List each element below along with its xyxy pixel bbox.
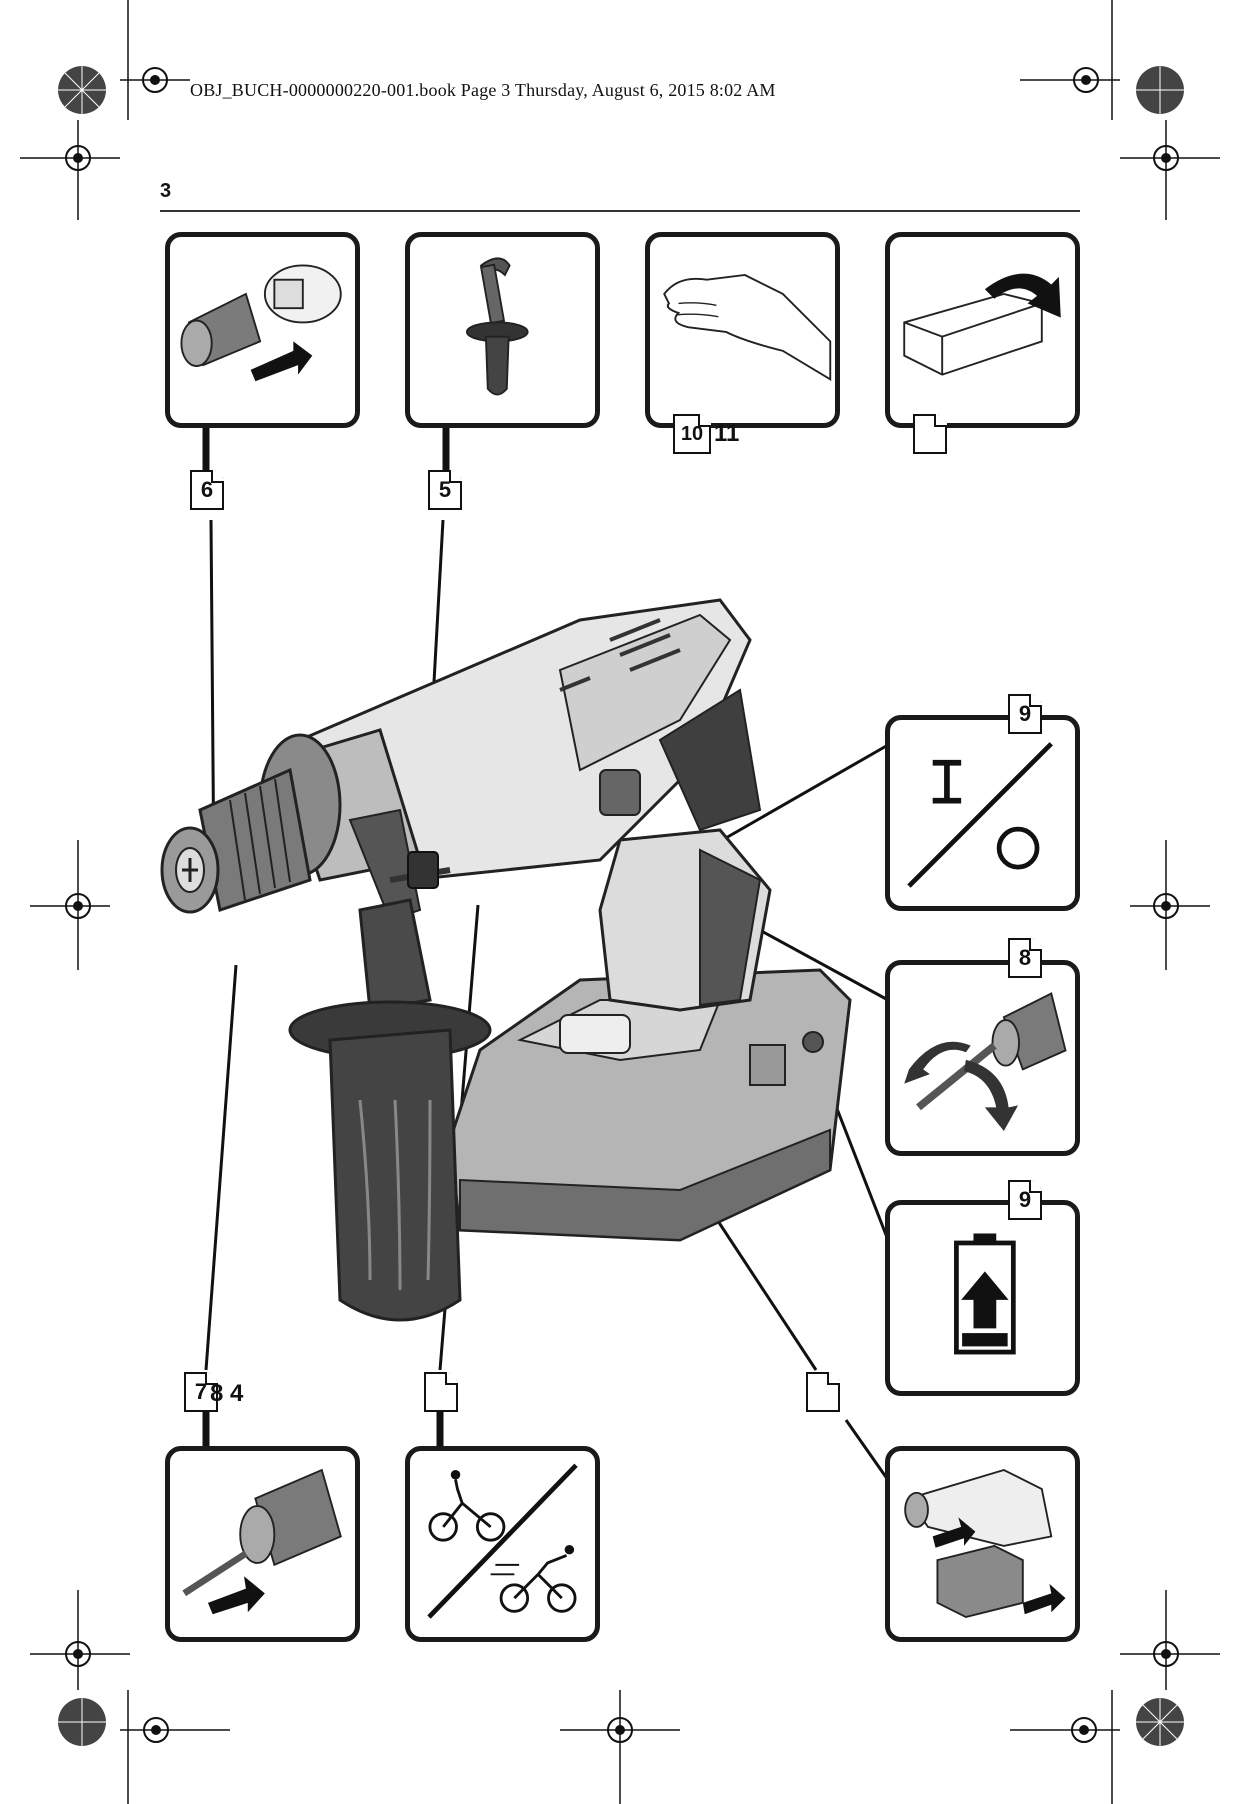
panel-battery-charge [885,1200,1080,1396]
cordless-drill-illustration [160,598,852,1322]
rotation-direction-icon [904,992,1067,1132]
crosshair-mark-icon [120,1690,230,1804]
panel-packaging [885,232,1080,428]
panel-power-switch [885,715,1080,911]
crosshair-mark-icon [30,1590,130,1690]
registration-mark-icon [58,1698,106,1746]
ref-tag-chuck-change: 6 [190,470,224,510]
crosshair-mark-icon [1130,840,1210,970]
open-box-icon [903,273,1061,376]
panel-protective-gloves [645,232,840,428]
crosshair-mark-icon [1120,1590,1220,1690]
crosshair-mark-icon [20,120,120,220]
ref-tag-handle-mount: 5 [428,470,462,510]
battery-removal-icon [904,1468,1066,1619]
registration-mark-icon [1136,66,1184,114]
ref-tag-battery-charge: 9 [1008,1180,1042,1220]
panel-gear-selection [405,1446,600,1642]
ref-extra-bit-insert: 8 4 [210,1380,244,1407]
page-number: 3 [160,180,172,202]
on-off-icon [907,742,1053,888]
crosshair-mark-icon [1020,0,1120,120]
ref-tag-packaging [913,414,947,454]
print-header: OBJ_BUCH-0000000220-001.book Page 3 Thur… [190,80,776,100]
ref-tag-bit-insert: 7 [184,1372,218,1412]
crosshair-mark-icon [1120,120,1220,220]
crosshair-mark-icon [120,0,190,120]
chuck-removal-icon [180,264,342,382]
auxiliary-handle-icon [465,257,529,396]
registration-mark-icon [1136,1698,1184,1746]
bit-insert-icon [182,1468,342,1615]
crosshair-mark-icon [560,1690,680,1804]
battery-charge-icon [954,1233,1016,1355]
hand-icon [663,273,832,382]
ref-tag-protective-gloves: 10 [673,414,711,454]
crosshair-mark-icon [1010,1690,1120,1804]
crosshair-mark-icon [30,840,110,970]
ref-tag-gear-selection [424,1372,458,1412]
ref-tag-battery-removal [806,1372,840,1412]
ref-tag-power-switch: 9 [1008,694,1042,734]
panel-handle-mount [405,232,600,428]
ref-tag-rotation-direction: 8 [1008,938,1042,978]
header-rule [160,210,1080,212]
panel-battery-removal [885,1446,1080,1642]
panel-rotation-direction [885,960,1080,1156]
registration-mark-icon [58,66,106,114]
panel-bit-insert [165,1446,360,1642]
panel-chuck-change [165,232,360,428]
ref-extra-protective-gloves: 11 [714,420,740,447]
gear-selection-bicycle-icon [427,1463,578,1619]
